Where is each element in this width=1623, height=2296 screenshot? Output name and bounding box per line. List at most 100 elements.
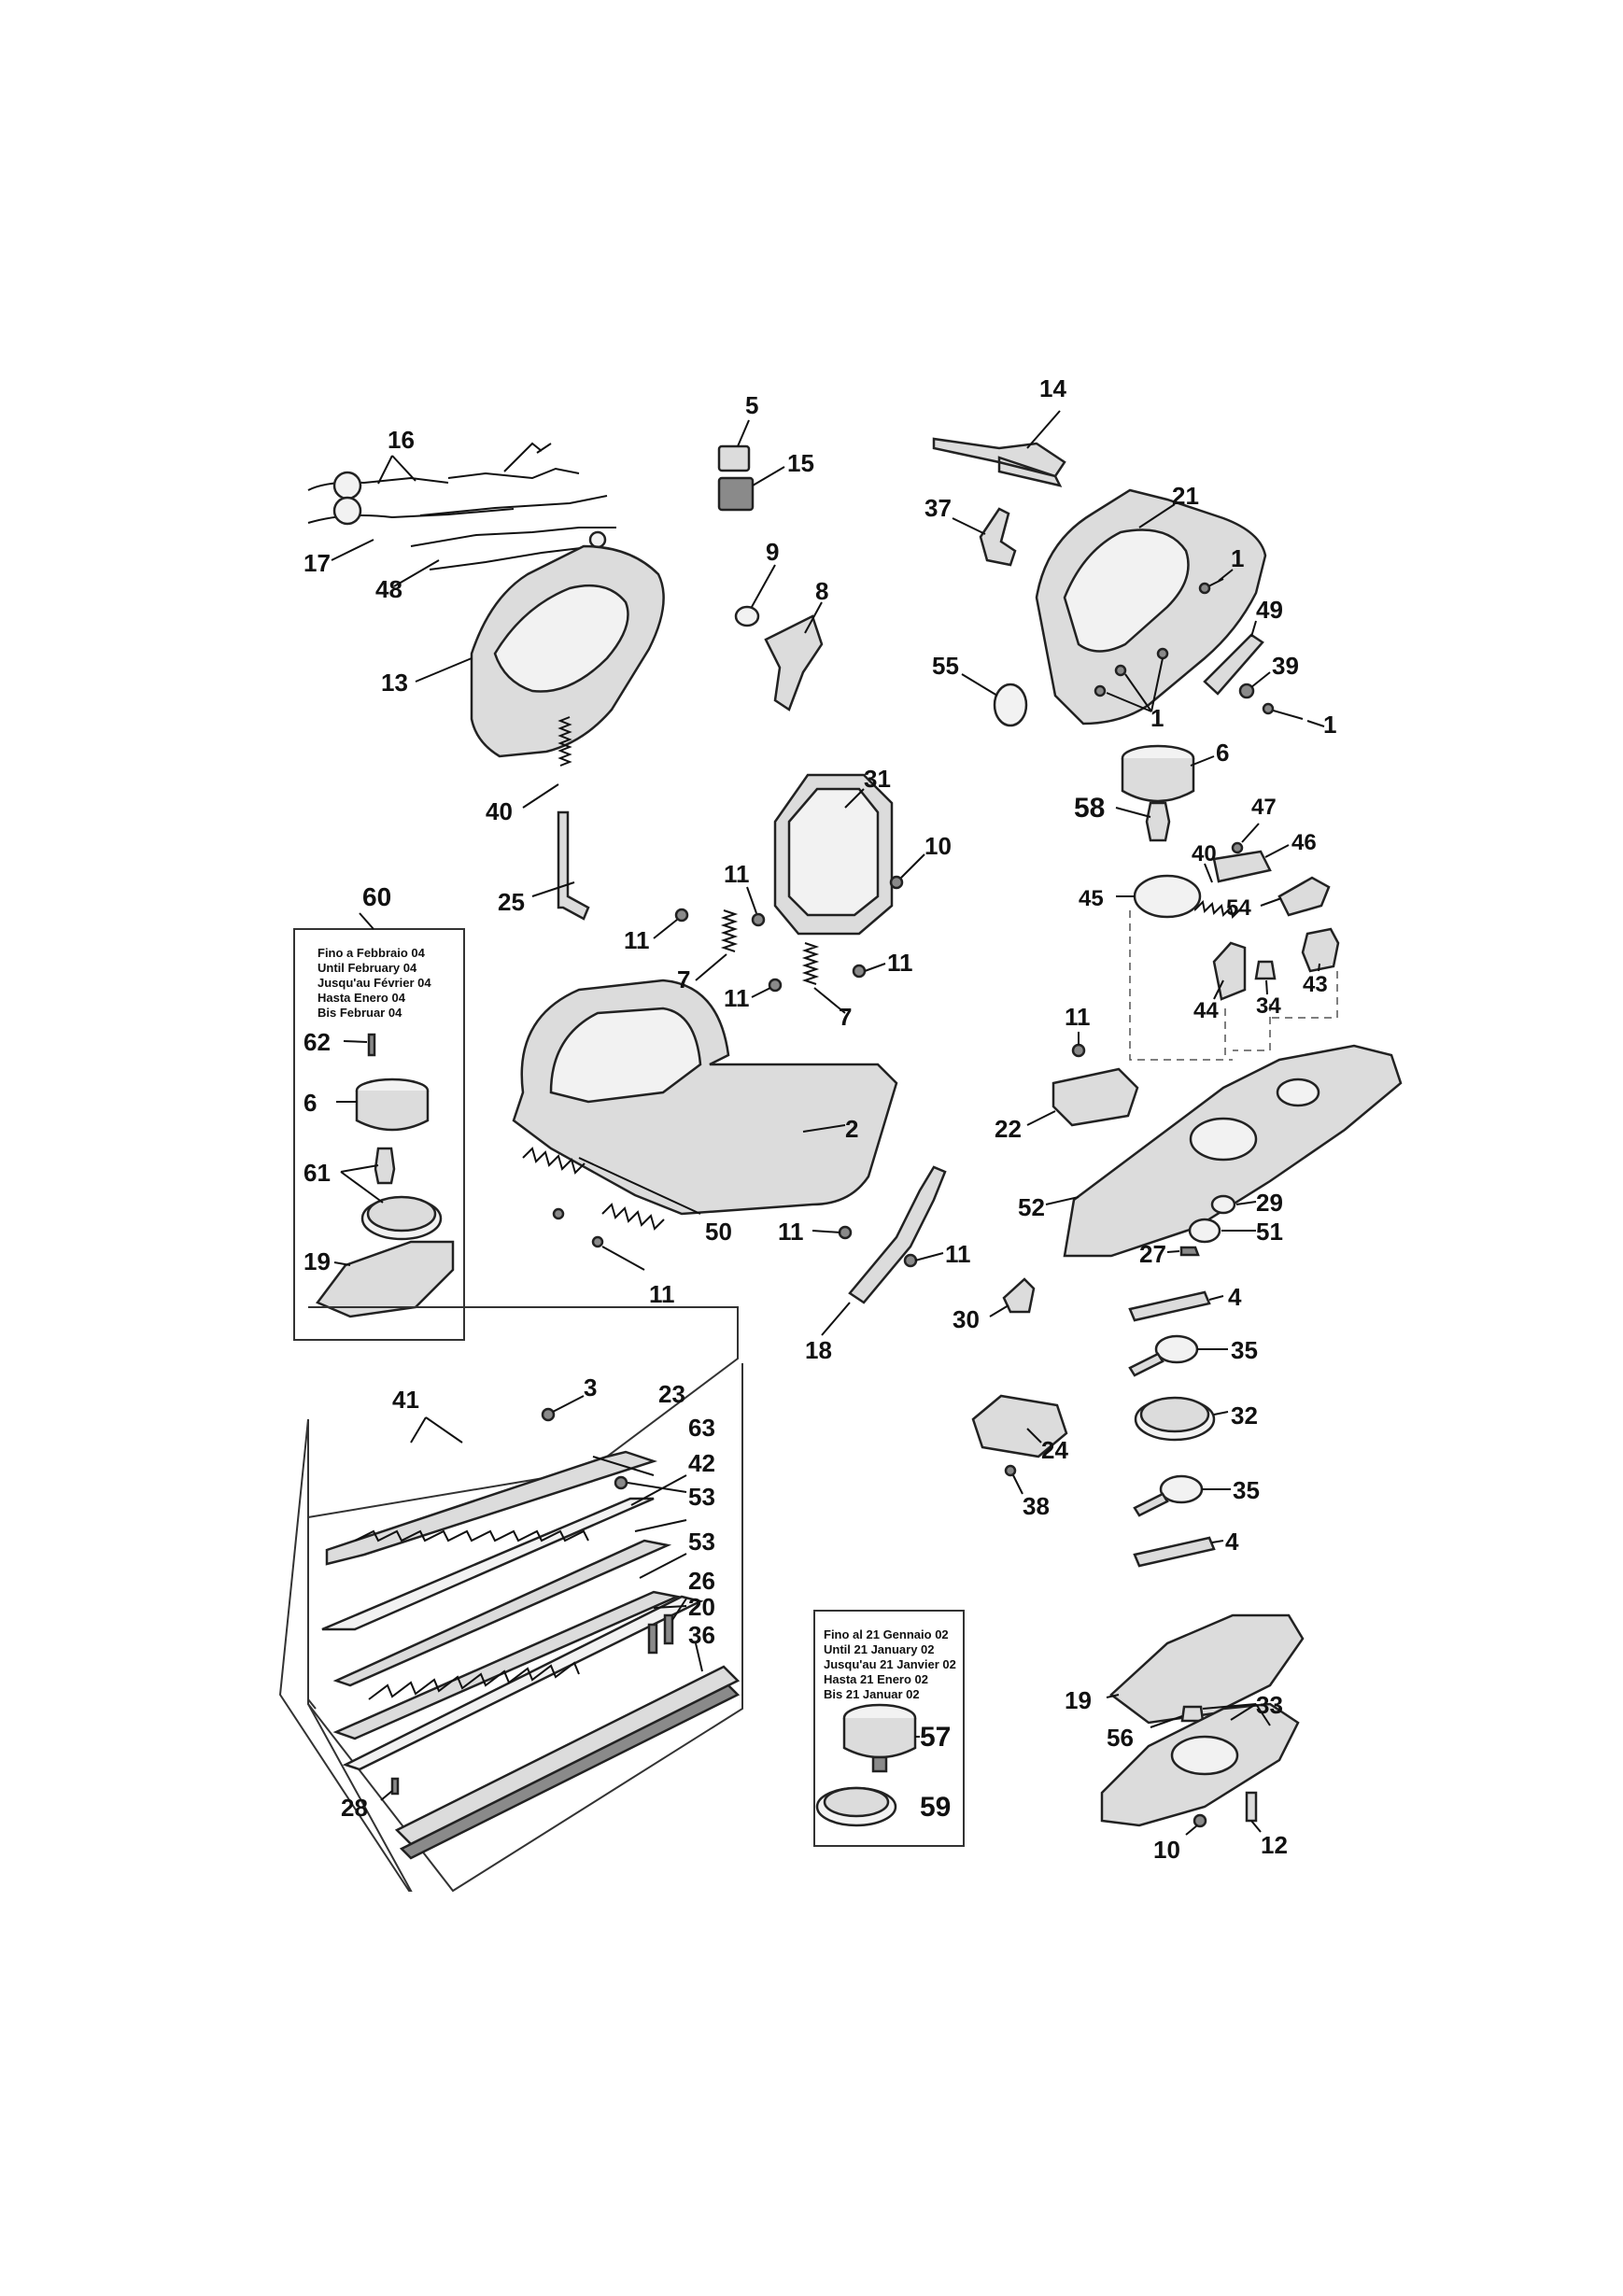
note-b-3: Jusqu'au 21 Janvier 02 [824, 1657, 956, 1671]
label-11b: 11 [724, 860, 750, 888]
label-10b: 10 [1153, 1836, 1180, 1864]
clip-part-27 [1179, 1246, 1200, 1257]
note-b-2: Until 21 January 02 [824, 1642, 935, 1656]
clip-part-30 [1002, 1277, 1036, 1314]
screw-part-1c [1094, 647, 1169, 697]
screw-part-1b [1262, 702, 1304, 720]
label-25: 25 [498, 888, 525, 916]
washer-part-35a [1128, 1334, 1199, 1377]
drum-part-57 [842, 1703, 917, 1773]
label-51: 51 [1256, 1218, 1283, 1246]
screw-part-38 [1004, 1464, 1017, 1477]
label-53a: 53 [688, 1483, 715, 1511]
bushing-part-56 [1180, 1705, 1205, 1723]
label-46: 46 [1291, 830, 1317, 855]
label-57: 57 [920, 1722, 951, 1753]
guide-part-36 [394, 1665, 741, 1846]
callout-labels: 16 17 48 13 5 15 9 8 14 37 21 1 49 39 1 … [303, 374, 1336, 1864]
gear-part-59 [815, 1786, 897, 1827]
nut-part-42 [614, 1475, 628, 1490]
label-41: 41 [392, 1386, 419, 1414]
label-24: 24 [1041, 1436, 1068, 1464]
label-1b: 1 [1323, 711, 1336, 739]
variant-box-b-labels: Fino al 21 Gennaio 02 Until 21 January 0… [824, 1627, 956, 1823]
screw-part-11e [552, 1207, 565, 1220]
lever-part-14 [932, 437, 1066, 487]
label-52: 52 [1018, 1193, 1045, 1221]
blade-part-53a [332, 1539, 672, 1687]
label-26: 26 [688, 1567, 715, 1595]
label-21: 21 [1172, 482, 1199, 510]
rod-part-18 [848, 1165, 947, 1304]
gear-part-32 [1134, 1396, 1216, 1442]
label-22: 22 [995, 1115, 1022, 1143]
blade-part-26 [342, 1595, 704, 1771]
washer-part-35b [1133, 1474, 1204, 1517]
arm-part-46 [1212, 850, 1272, 883]
ring-part-29 [1210, 1194, 1236, 1215]
label-9: 9 [766, 538, 779, 566]
label-28: 28 [341, 1794, 368, 1822]
label-37: 37 [924, 494, 952, 522]
nut-part-39 [1238, 683, 1255, 699]
label-63: 63 [688, 1414, 715, 1442]
label-8: 8 [815, 577, 828, 605]
rod-part-25 [557, 810, 590, 921]
cam-part-54 [1277, 876, 1331, 917]
label-30: 30 [953, 1305, 980, 1333]
label-59: 59 [920, 1792, 951, 1823]
label-54: 54 [1226, 895, 1251, 921]
label-43: 43 [1303, 972, 1328, 997]
label-50: 50 [705, 1218, 732, 1246]
label-31: 31 [864, 765, 891, 793]
blade-group-41 [278, 1306, 743, 1893]
label-12: 12 [1261, 1831, 1288, 1859]
nut-part-3 [541, 1407, 556, 1422]
screw-part-11g [1071, 1043, 1086, 1058]
label-55: 55 [932, 652, 959, 680]
label-48: 48 [375, 575, 402, 603]
label-11d: 11 [887, 949, 913, 977]
label-19: 19 [1065, 1686, 1092, 1714]
screw-part-11h [838, 1225, 853, 1240]
lever-part-49 [1203, 633, 1264, 696]
variant-box-b [813, 1610, 965, 1847]
shaft-part-61 [374, 1147, 396, 1185]
screw-part-11c [768, 978, 783, 993]
knob-part-37 [979, 507, 1017, 567]
label-58: 58 [1074, 793, 1105, 824]
label-11f: 11 [649, 1280, 675, 1308]
label-2: 2 [845, 1115, 858, 1143]
pin-part-34 [1254, 960, 1277, 980]
label-62: 62 [303, 1028, 331, 1056]
label-61: 61 [303, 1159, 331, 1187]
note-a-5: Bis Februar 04 [318, 1006, 402, 1020]
label-5: 5 [745, 391, 758, 419]
label-23: 23 [658, 1380, 685, 1408]
screw-part-10b [1193, 1813, 1207, 1828]
label-42: 42 [688, 1449, 715, 1477]
label-4a: 4 [1228, 1283, 1242, 1311]
screw-part-11b [751, 912, 766, 927]
bolt-part-12 [1245, 1791, 1258, 1823]
screw-part-1 [1198, 578, 1224, 595]
label-40b: 40 [1192, 841, 1217, 866]
spring-part-7a [720, 909, 739, 952]
label-47: 47 [1251, 795, 1277, 820]
label-20: 20 [688, 1593, 715, 1621]
note-b-4: Hasta 21 Enero 02 [824, 1672, 928, 1686]
pin-part-62 [367, 1033, 376, 1057]
label-18: 18 [805, 1336, 832, 1364]
trigger-part-8 [764, 614, 824, 711]
label-29: 29 [1256, 1189, 1283, 1217]
label-1a: 1 [1231, 544, 1244, 572]
block-part-22 [1051, 1067, 1139, 1127]
label-11c: 11 [724, 984, 750, 1012]
bearing-part-58 [1145, 801, 1171, 842]
label-11a: 11 [624, 926, 650, 954]
variant-box-60-labels: 60 Fino a Febbraio 04 Until February 04 … [303, 882, 431, 1275]
label-33: 33 [1256, 1691, 1283, 1719]
label-35b: 35 [1233, 1476, 1260, 1504]
label-11h: 11 [945, 1240, 971, 1268]
label-7b: 7 [839, 1003, 852, 1031]
